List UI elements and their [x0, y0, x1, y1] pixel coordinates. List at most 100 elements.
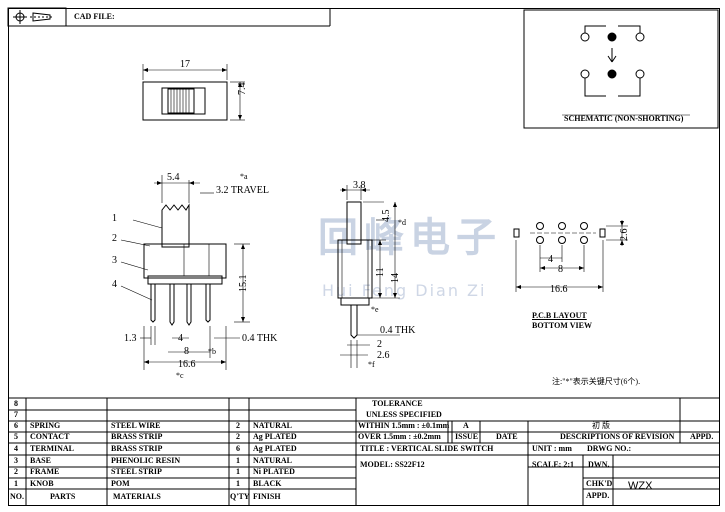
bom-header-parts: PARTS: [50, 492, 76, 501]
model-label: MODEL: SS22F12: [360, 460, 425, 469]
bom-row-no: 4: [14, 444, 18, 453]
a-mark: *a: [240, 172, 248, 181]
pcb-subtitle: BOTTOM VIEW: [532, 321, 592, 330]
d-mark: *d: [398, 218, 406, 227]
unless-specified: UNLESS SPECIFIED: [366, 410, 442, 419]
bom-row-materials: STEEL STRIP: [111, 467, 162, 476]
bom-row-no: 6: [14, 421, 18, 430]
side-knob-dim: 4.5: [381, 209, 392, 223]
bom-row-finish: Ag PLATED: [253, 444, 297, 453]
dwn-label: DWN.: [588, 460, 610, 469]
side-width-dim: 3.8: [353, 180, 366, 191]
pin-pitch-dim: 4: [178, 333, 183, 344]
front-view-knob: [161, 203, 190, 248]
side-thk-dim: 0.4 THK: [380, 325, 416, 336]
cad-file-label: CAD FILE:: [74, 12, 115, 21]
scale-label: SCALE: 2:1: [532, 460, 575, 469]
bom-row-finish: Ag PLATED: [253, 432, 297, 441]
bom-row-no: 2: [14, 467, 18, 476]
pcb-height-dim: 2.6: [619, 228, 630, 242]
bom-row-materials: BRASS STRIP: [111, 444, 163, 453]
pcb-pitch-dim: 4: [548, 254, 553, 265]
side-d2-dim: 2: [377, 339, 382, 350]
front-height-dim: 15.1: [238, 274, 249, 293]
tolerance-over: OVER 1.5mm : ±0.2mm: [358, 432, 441, 441]
top-height-dim: 7.4: [237, 82, 248, 96]
bom-row-no: 3: [14, 456, 18, 465]
side-view-body: [337, 239, 373, 299]
bom-row-parts: KNOB: [30, 479, 54, 488]
bom-header-materials: MATERIALS: [113, 492, 161, 501]
callout-3: 3: [112, 255, 117, 266]
bom-row-no: 5: [14, 432, 18, 441]
projection-cone-icon: [32, 12, 51, 22]
tolerance-label: TOLERANCE: [372, 399, 423, 408]
revision-letter: A: [463, 421, 469, 430]
front-total-dim: 16.6: [178, 359, 196, 370]
bom-header-finish: FINISH: [253, 492, 281, 501]
bom-row-parts: TERMINAL: [30, 444, 75, 453]
bom-row-qty: 1: [236, 479, 240, 488]
bom-row-parts: CONTACT: [30, 432, 70, 441]
bom-row-qty: 2: [236, 421, 240, 430]
bom-row-qty: 1: [236, 467, 240, 476]
bom-row-qty: 2: [236, 432, 240, 441]
bom-row-materials: BRASS STRIP: [111, 432, 163, 441]
watermark-text: 回峰电子: [318, 215, 502, 261]
bom-row-parts: SPRING: [30, 421, 61, 430]
side-h11-dim: 11: [375, 267, 386, 277]
travel-dim: 3.2 TRAVEL: [216, 185, 269, 196]
first-edition: 初 版: [592, 421, 610, 430]
front-view-frame: [143, 243, 227, 279]
revision-description-label: DESCRIPTIONS OF REVISION: [560, 432, 675, 441]
drwg-no-label: DRWG NO.:: [587, 444, 632, 453]
f-mark: *f: [368, 360, 375, 369]
unit-label: UNIT : mm: [532, 444, 572, 453]
bom-row-qty: 1: [236, 456, 240, 465]
pcb-total-dim: 16.6: [550, 284, 568, 295]
top-width-dim: 17: [180, 59, 190, 70]
schematic-box: [523, 9, 719, 129]
callout-4: 4: [112, 279, 117, 290]
drawing-title: TITLE : VERTICAL SLIDE SWITCH: [360, 444, 494, 453]
side-d26-dim: 2.6: [377, 350, 390, 361]
bom-row-parts: BASE: [30, 456, 51, 465]
bom-row-finish: BLACK: [253, 479, 282, 488]
span-8-dim: 8: [184, 346, 189, 357]
bom-row-no: 8: [14, 399, 18, 408]
bom-header-no: NO.: [10, 492, 24, 501]
callout-2: 2: [112, 233, 117, 244]
b-mark: *b: [208, 347, 216, 356]
appd2-label: APPD.: [586, 491, 610, 500]
bom-row-materials: PHENOLIC RESIN: [111, 456, 181, 465]
top-view-body: [142, 81, 228, 121]
issue-label: ISSUE: [455, 432, 479, 441]
c-mark: *c: [176, 371, 184, 380]
bom-row-finish: NATURAL: [253, 456, 292, 465]
bom-header-qty: Q'TY: [230, 492, 250, 501]
bom-row-qty: 6: [236, 444, 240, 453]
side-view-knob: [346, 201, 362, 245]
date-label: DATE: [496, 432, 518, 441]
appd-label: APPD.: [690, 432, 714, 441]
bom-row-no: 1: [14, 479, 18, 488]
key-dimension-note: 注:"*"表示关键尺寸(6个).: [552, 377, 641, 386]
front-view-base: [147, 275, 223, 285]
callout-1: 1: [112, 213, 117, 224]
drawer-initials: WZX: [628, 480, 653, 492]
watermark-pinyin: Hui Feng Dian Zi: [322, 281, 487, 300]
chkd-label: CHK'D: [586, 479, 613, 488]
knob-width-dim: 5.4: [167, 172, 180, 183]
tolerance-within: WITHIN 1.5mm : ±0.1mm: [358, 421, 450, 430]
bom-row-finish: Ni PLATED: [253, 467, 295, 476]
e-mark: *e: [371, 305, 379, 314]
bom-row-materials: STEEL WIRE: [111, 421, 161, 430]
bom-row-materials: POM: [111, 479, 130, 488]
drawing-frame: [8, 8, 720, 506]
schematic-caption: SCHEMATIC (NON-SHORTING): [564, 114, 684, 123]
bom-row-finish: NATURAL: [253, 421, 292, 430]
bom-row-parts: FRAME: [30, 467, 60, 476]
pcb-span-dim: 8: [558, 264, 563, 275]
pcb-title: P.C.B LAYOUT: [532, 311, 587, 320]
